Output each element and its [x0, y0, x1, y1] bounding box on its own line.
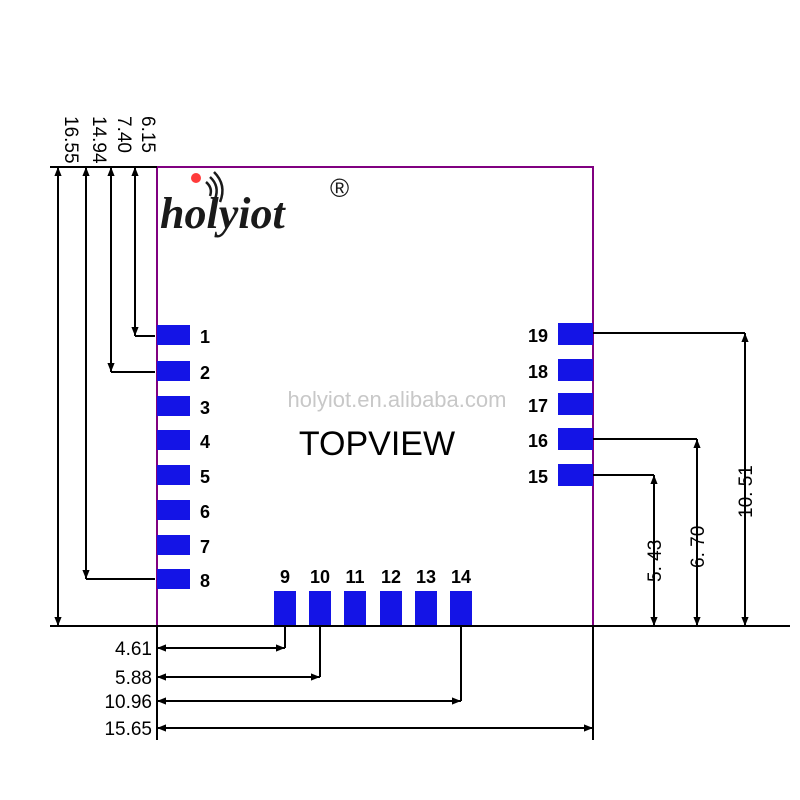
bottom-dim-label-15.65: 15.65 [104, 719, 152, 740]
pad-16 [558, 428, 593, 450]
right-dim-label-5. 43: 5. 43 [645, 540, 666, 582]
pad-5 [157, 465, 190, 485]
pin-label-2: 2 [200, 363, 210, 383]
view-label: TOPVIEW [299, 425, 455, 463]
pin-label-8: 8 [200, 571, 210, 591]
pin-label-6: 6 [200, 502, 210, 522]
pin-label-11: 11 [345, 567, 364, 587]
right-dim-label-10. 51: 10. 51 [736, 465, 757, 518]
pin-label-7: 7 [200, 537, 210, 557]
pad-19 [558, 323, 593, 345]
logo-text: holyiot [160, 189, 286, 238]
right-dim-label-6. 70: 6. 70 [688, 526, 709, 568]
pin-label-5: 5 [200, 467, 210, 487]
pin-label-9: 9 [280, 567, 290, 587]
pin-label-12: 12 [381, 567, 401, 587]
pad-6 [157, 500, 190, 520]
left-dim-label-14.94: 14.94 [88, 116, 109, 164]
pad-18 [558, 359, 593, 381]
registered-mark: ® [330, 173, 349, 203]
pin-label-10: 10 [310, 567, 330, 587]
pin-label-14: 14 [451, 567, 471, 587]
pad-17 [558, 393, 593, 415]
bottom-dim-label-4.61: 4.61 [115, 639, 152, 660]
bottom-dim-label-5.88: 5.88 [115, 668, 152, 689]
pin-label-13: 13 [416, 567, 436, 587]
pin-label-4: 4 [200, 432, 210, 452]
logo-red-dot [191, 173, 201, 183]
logo-wave-icon [205, 171, 224, 203]
pad-3 [157, 396, 190, 416]
pin-label-15: 15 [528, 467, 548, 487]
pad-1 [157, 325, 190, 345]
pad-8 [157, 569, 190, 589]
website-text: holyiot.en.alibaba.com [288, 387, 507, 412]
pad-10 [309, 591, 331, 626]
pad-2 [157, 361, 190, 381]
left-dim-label-7.40: 7.40 [113, 116, 134, 153]
pad-9 [274, 591, 296, 626]
pin-label-19: 19 [528, 326, 548, 346]
pad-7 [157, 535, 190, 555]
holyiot-logo: holyiot ® [160, 171, 349, 238]
left-dim-label-6.15: 6.15 [137, 116, 158, 153]
pad-11 [344, 591, 366, 626]
bottom-dim-label-10.96: 10.96 [104, 692, 152, 713]
pin-label-3: 3 [200, 398, 210, 418]
pin-label-18: 18 [528, 362, 548, 382]
pad-12 [380, 591, 402, 626]
pin-label-1: 1 [200, 327, 210, 347]
pad-15 [558, 464, 593, 486]
pad-4 [157, 430, 190, 450]
pin-label-17: 17 [528, 396, 548, 416]
pads [157, 323, 593, 626]
pad-14 [450, 591, 472, 626]
left-dim-label-16.55: 16.55 [60, 116, 81, 164]
pin-label-16: 16 [528, 431, 548, 451]
pad-13 [415, 591, 437, 626]
dimension-lines [50, 166, 790, 740]
